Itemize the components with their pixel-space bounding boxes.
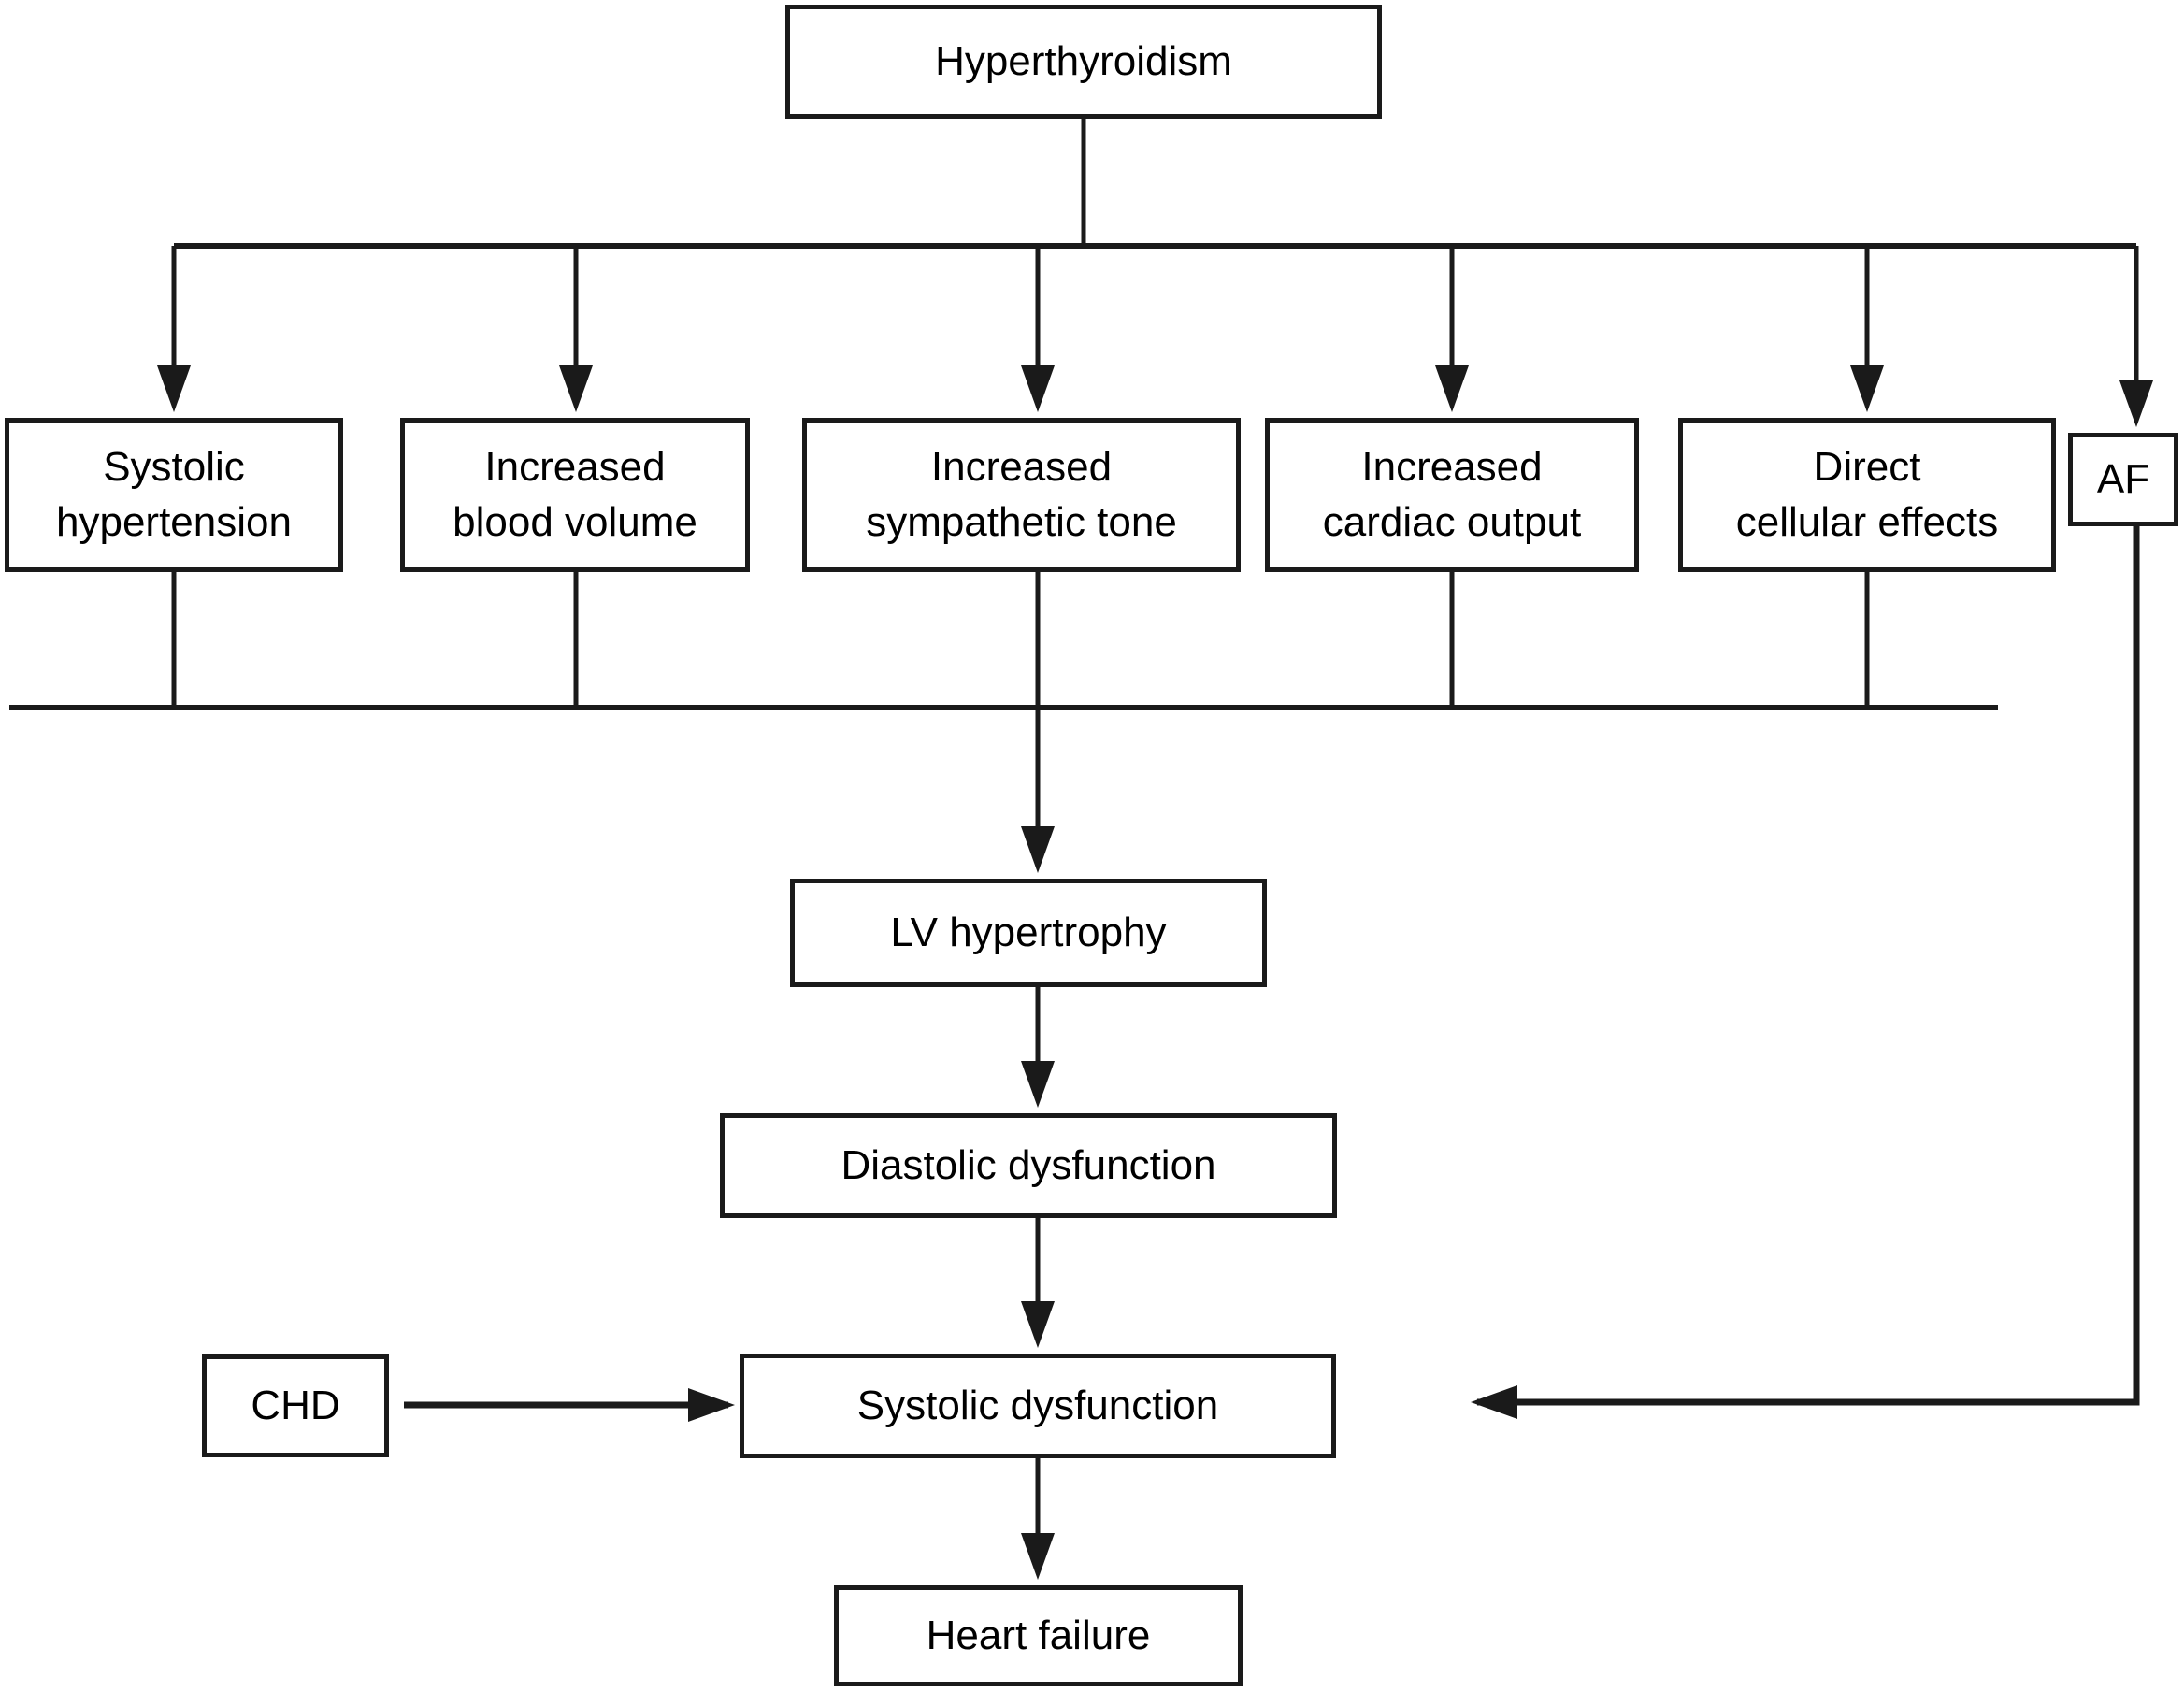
node-label: Increased sympathetic tone <box>866 444 1177 545</box>
node-systolic-dysfunction: Systolic dysfunction <box>740 1354 1336 1458</box>
node-label: Hyperthyroidism <box>935 37 1232 84</box>
node-chd: CHD <box>202 1354 389 1457</box>
node-af: AF <box>2068 433 2178 526</box>
node-lv-hypertrophy: LV hypertrophy <box>790 879 1267 987</box>
node-label: LV hypertrophy <box>890 909 1167 955</box>
node-systolic-hypertension: Systolic hypertension <box>5 418 343 572</box>
node-increased-sympathetic-tone: Increased sympathetic tone <box>802 418 1241 572</box>
node-label: Heart failure <box>926 1612 1151 1658</box>
node-label: Diastolic dysfunction <box>841 1141 1216 1188</box>
node-increased-blood-volume: Increased blood volume <box>400 418 750 572</box>
node-label: Systolic dysfunction <box>856 1382 1219 1428</box>
node-increased-cardiac-output: Increased cardiac output <box>1265 418 1639 572</box>
node-heart-failure: Heart failure <box>834 1585 1243 1686</box>
node-label: Increased cardiac output <box>1322 444 1582 545</box>
node-label: Increased blood volume <box>453 444 697 545</box>
node-label: Direct cellular effects <box>1735 444 1999 545</box>
node-direct-cellular-effects: Direct cellular effects <box>1678 418 2056 572</box>
arrow-af-to-systolic <box>1471 526 2140 1419</box>
node-label: CHD <box>251 1382 340 1428</box>
node-label: Systolic hypertension <box>56 444 292 545</box>
node-diastolic-dysfunction: Diastolic dysfunction <box>720 1113 1337 1218</box>
node-label: AF <box>2096 455 2150 502</box>
node-hyperthyroidism: Hyperthyroidism <box>785 5 1382 119</box>
